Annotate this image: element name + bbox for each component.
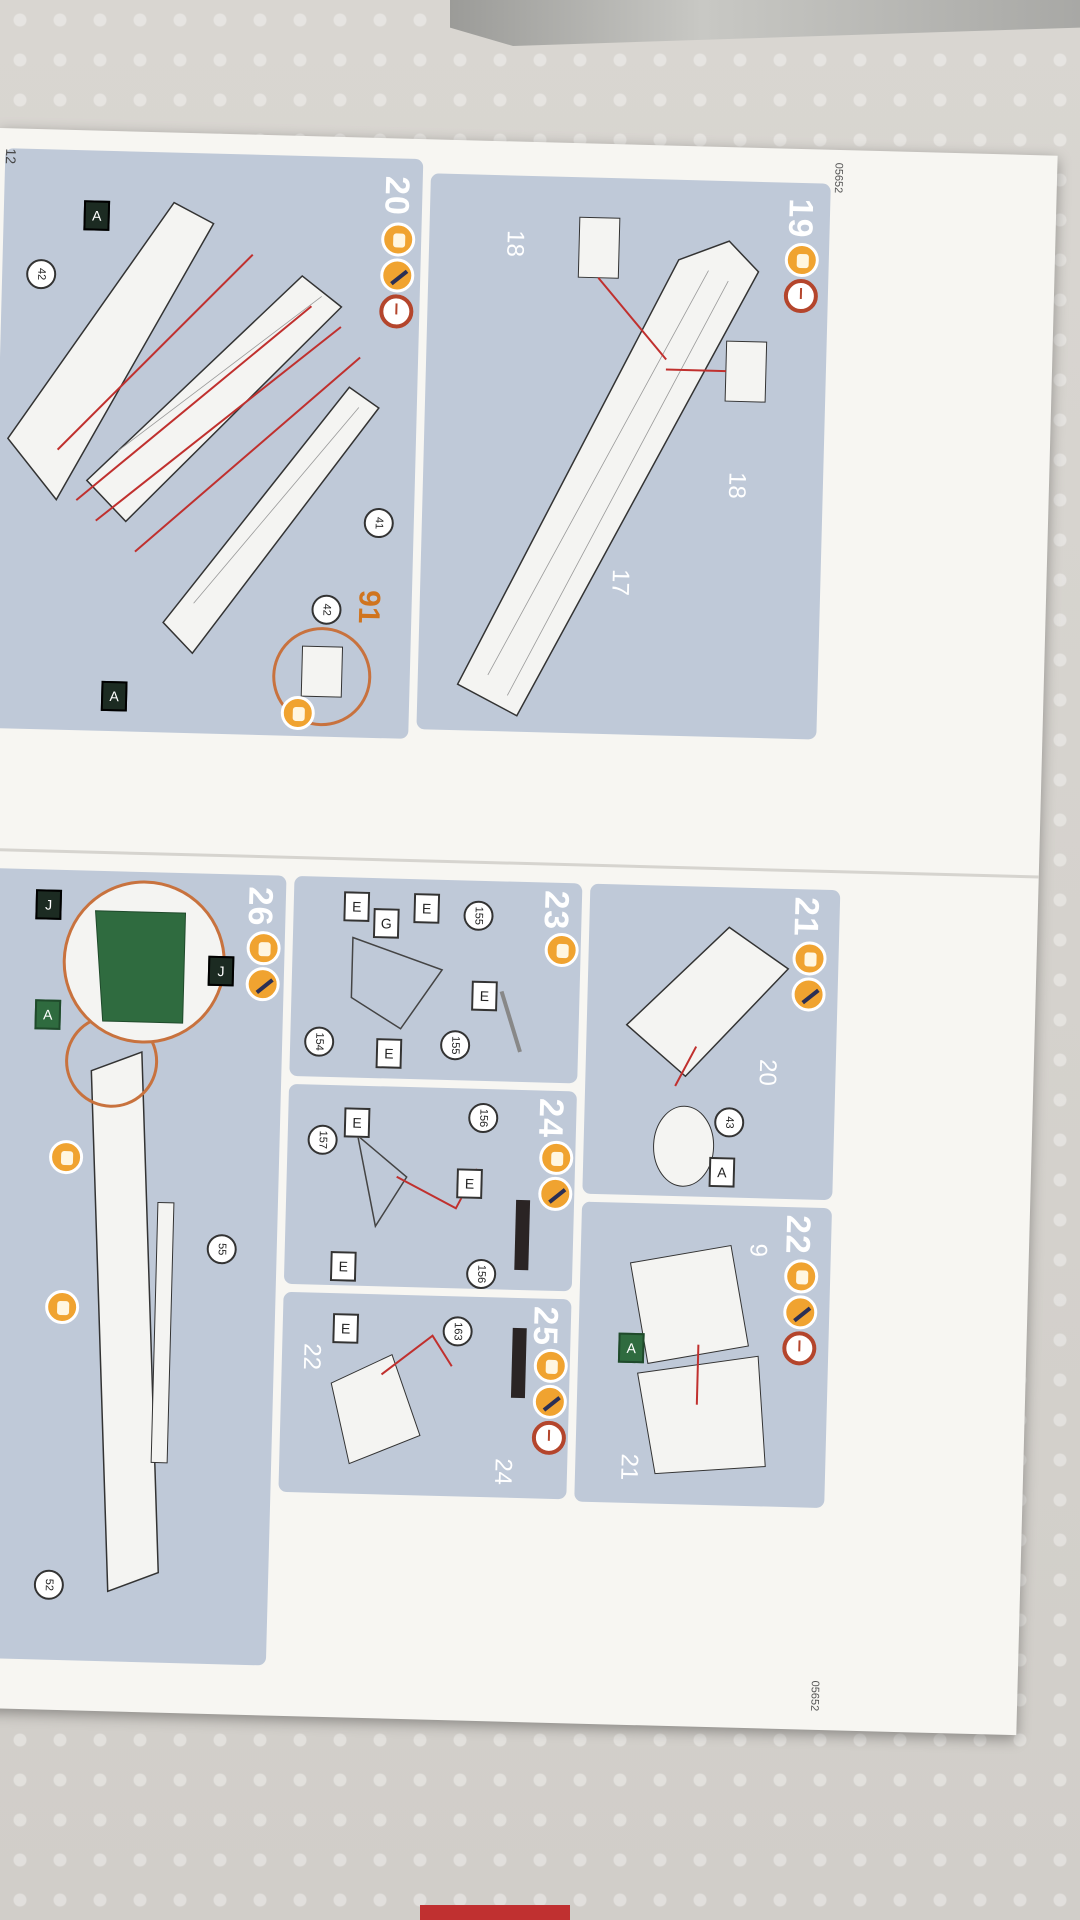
paint-flag: E — [343, 1107, 371, 1139]
step-26-drawing — [62, 880, 226, 1593]
step-19-drawing — [456, 216, 768, 717]
paint-flag: E — [343, 891, 371, 922]
paint-flag: J — [35, 889, 63, 920]
step-23-panel: 23 155 154 155 E G E E E — [289, 875, 583, 1084]
instruction-booklet: 20 42 41 42 91 A A 19 18 18 17 12 05652 — [0, 128, 1058, 1736]
step-19-panel: 19 18 18 17 — [416, 173, 831, 740]
paint-flag: E — [332, 1313, 360, 1344]
step-number: 20 — [377, 175, 417, 217]
paint-flag: A — [617, 1332, 645, 1364]
paint-flag: G — [372, 908, 400, 939]
step-number: 21 — [786, 896, 826, 938]
step-number: 23 — [536, 889, 576, 931]
step-number: 22 — [778, 1214, 818, 1256]
step-21-drawing — [625, 926, 790, 1187]
step-24-panel: 24 156 157 156 E E E — [283, 1083, 577, 1292]
step-20-panel: 20 42 41 42 91 A A — [0, 148, 424, 739]
paint-flag: A — [83, 200, 111, 231]
paint-flag: A — [708, 1156, 736, 1188]
part-number: 18 — [722, 471, 751, 500]
paint-flag: E — [456, 1168, 483, 1199]
paint-flag: E — [329, 1251, 357, 1282]
step-22-drawing — [629, 1244, 766, 1475]
step-25-drawing — [330, 1327, 527, 1465]
step-number: 26 — [240, 886, 280, 927]
part-number: 17 — [606, 568, 635, 597]
part-number: 22 — [297, 1342, 326, 1371]
step-number: 24 — [531, 1097, 571, 1139]
step-22-panel: 22 9 21 A — [574, 1201, 833, 1509]
step-number: 25 — [525, 1305, 565, 1347]
step-20-drawing — [6, 201, 380, 727]
step-25-panel: 25 163 22 24 E — [278, 1291, 572, 1500]
product-code: 05652 — [831, 162, 845, 194]
step-23-drawing — [350, 936, 522, 1053]
step-26-panel: 26 55 52 A J J — [0, 867, 287, 1666]
part-number: 24 — [489, 1457, 517, 1486]
step-number: 19 — [780, 198, 820, 239]
paint-flag: E — [375, 1038, 403, 1069]
paint-flag: E — [413, 893, 441, 924]
step-21-panel: 21 20 43 A — [582, 883, 841, 1201]
paint-flag: A — [34, 999, 62, 1030]
paint-flag: E — [471, 980, 498, 1012]
paint-flag: J — [207, 955, 235, 987]
paint-flag: A — [100, 680, 128, 712]
part-number: 21 — [615, 1453, 643, 1481]
red-object-edge — [420, 1905, 570, 1920]
page-number: 12 — [2, 148, 20, 165]
part-number: 9 — [744, 1243, 772, 1258]
reference-step: 91 — [351, 589, 386, 624]
part-number: 18 — [501, 229, 529, 258]
part-number: 20 — [753, 1058, 782, 1087]
product-code: 05652 — [808, 1680, 821, 1712]
